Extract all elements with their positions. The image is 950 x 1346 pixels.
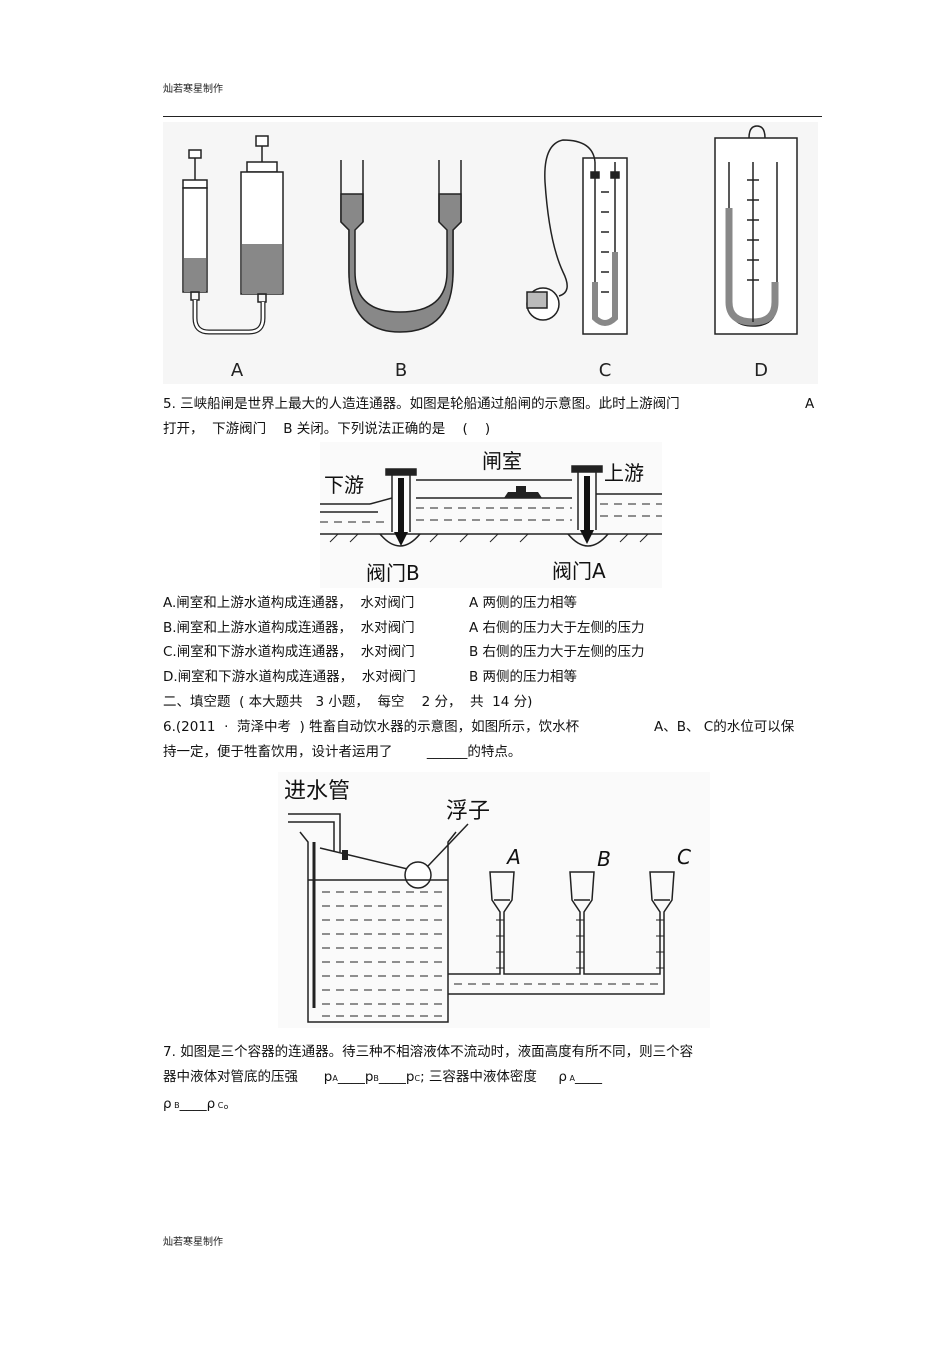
fig1-label-c: C <box>599 360 612 381</box>
q5-option-d-right: B 两侧的压力相等 <box>469 669 578 685</box>
u-tube-board-diagram <box>714 125 798 335</box>
q5-option-b-right: A 右侧的压力大于左侧的压力 <box>469 620 645 636</box>
fig1-label-b: B <box>395 360 407 381</box>
valve-b-label: 阀门B <box>366 561 420 585</box>
q7-blank3: ____ <box>574 1069 602 1085</box>
q7-line1: 7. 如图是三个容器的连通器。待三种不相溶液体不流动时，液面高度有所不同，则三个… <box>163 1044 694 1060</box>
q7-sub-a: A <box>332 1074 338 1083</box>
figure-water-dispenser: 进水管 浮子 A B C <box>278 772 710 1028</box>
q7-blank4: ____ρ <box>179 1096 216 1112</box>
q7-line2: 器中液体对管底的压强 pA____pB____pC; 三容器中液体密度 ρ A_… <box>163 1068 602 1088</box>
q7-sub-rho-b: B <box>171 1101 180 1110</box>
q7-line3-post: 。 <box>223 1096 237 1112</box>
q7-line2-pre: 器中液体对管底的压强 p <box>163 1069 333 1085</box>
q6-line2: 持一定，便于牲畜饮用，设计者运用了 ______的特点。 <box>163 744 522 760</box>
q7-sub-c: C <box>414 1074 421 1083</box>
inlet-pipe-label: 进水管 <box>284 779 350 804</box>
fig1-label-a: A <box>231 360 244 381</box>
header-rule <box>163 116 822 117</box>
page-header: 灿若寒星制作 <box>163 84 223 95</box>
valve-a-label: 阀门A <box>552 559 606 583</box>
q6-line1-right: A、B、 C的水位可以保 <box>654 719 795 735</box>
q5-option-c-left: C.闸室和下游水道构成连通器， 水对阀门 <box>163 644 415 660</box>
q7-sub-rho-a: A <box>566 1074 575 1083</box>
manometer-diagram <box>526 139 628 335</box>
q5-option-c-right: B 右侧的压力大于左侧的压力 <box>469 644 645 660</box>
q7-line3-pre: ρ <box>163 1096 172 1112</box>
q7-sub-b: B <box>373 1074 379 1083</box>
q7-sub-rho-c: C <box>215 1101 224 1110</box>
lock-chamber-label: 闸室 <box>482 449 522 473</box>
q7-line3: ρ B____ρ C。 <box>163 1095 237 1115</box>
q5-line1: 5. 三峡船闸是世界上最大的人造连通器。如图是轮船通过船闸的示意图。此时上游阀门 <box>163 396 680 412</box>
q5-option-a-right: A 两侧的压力相等 <box>469 595 578 611</box>
fig1-label-d: D <box>754 360 768 381</box>
page-footer: 灿若寒星制作 <box>163 1237 223 1248</box>
q5-line1-right: A <box>805 396 815 412</box>
q5-option-a-left: A.闸室和上游水道构成连通器， 水对阀门 <box>163 595 415 611</box>
float-label: 浮子 <box>446 799 490 824</box>
q6-line1: 6.(2011 · 菏泽中考 ) 牲畜自动饮水器的示意图，如图所示，饮水杯 <box>163 719 580 735</box>
figure-instruments: A B C D <box>163 122 818 384</box>
q5-option-b-left: B.闸室和上游水道构成连通器， 水对阀门 <box>163 620 415 636</box>
q5-option-d-left: D.闸室和下游水道构成连通器， 水对阀门 <box>163 669 416 685</box>
figure-ship-lock: 闸室 下游 上游 阀门B 阀门A <box>320 442 662 588</box>
q7-blank1: ____p <box>337 1069 374 1085</box>
q7-line2-post: ; 三容器中液体密度 ρ <box>420 1069 567 1085</box>
u-tube-diagram <box>340 160 462 333</box>
cup-a-label: A <box>505 845 521 869</box>
upstream-label: 上游 <box>604 461 644 485</box>
cup-c-label: C <box>677 845 691 869</box>
downstream-label: 下游 <box>324 473 364 497</box>
q5-line2: 打开， 下游阀门 B 关闭。下列说法正确的是 ( ) <box>163 421 491 437</box>
syringe-pair-diagram <box>182 135 284 335</box>
q7-blank2: ____p <box>378 1069 415 1085</box>
cup-b-label: B <box>597 847 611 871</box>
section-2-title: 二、填空题 ( 本大题共 3 小题， 每空 2 分， 共 14 分) <box>163 694 533 710</box>
